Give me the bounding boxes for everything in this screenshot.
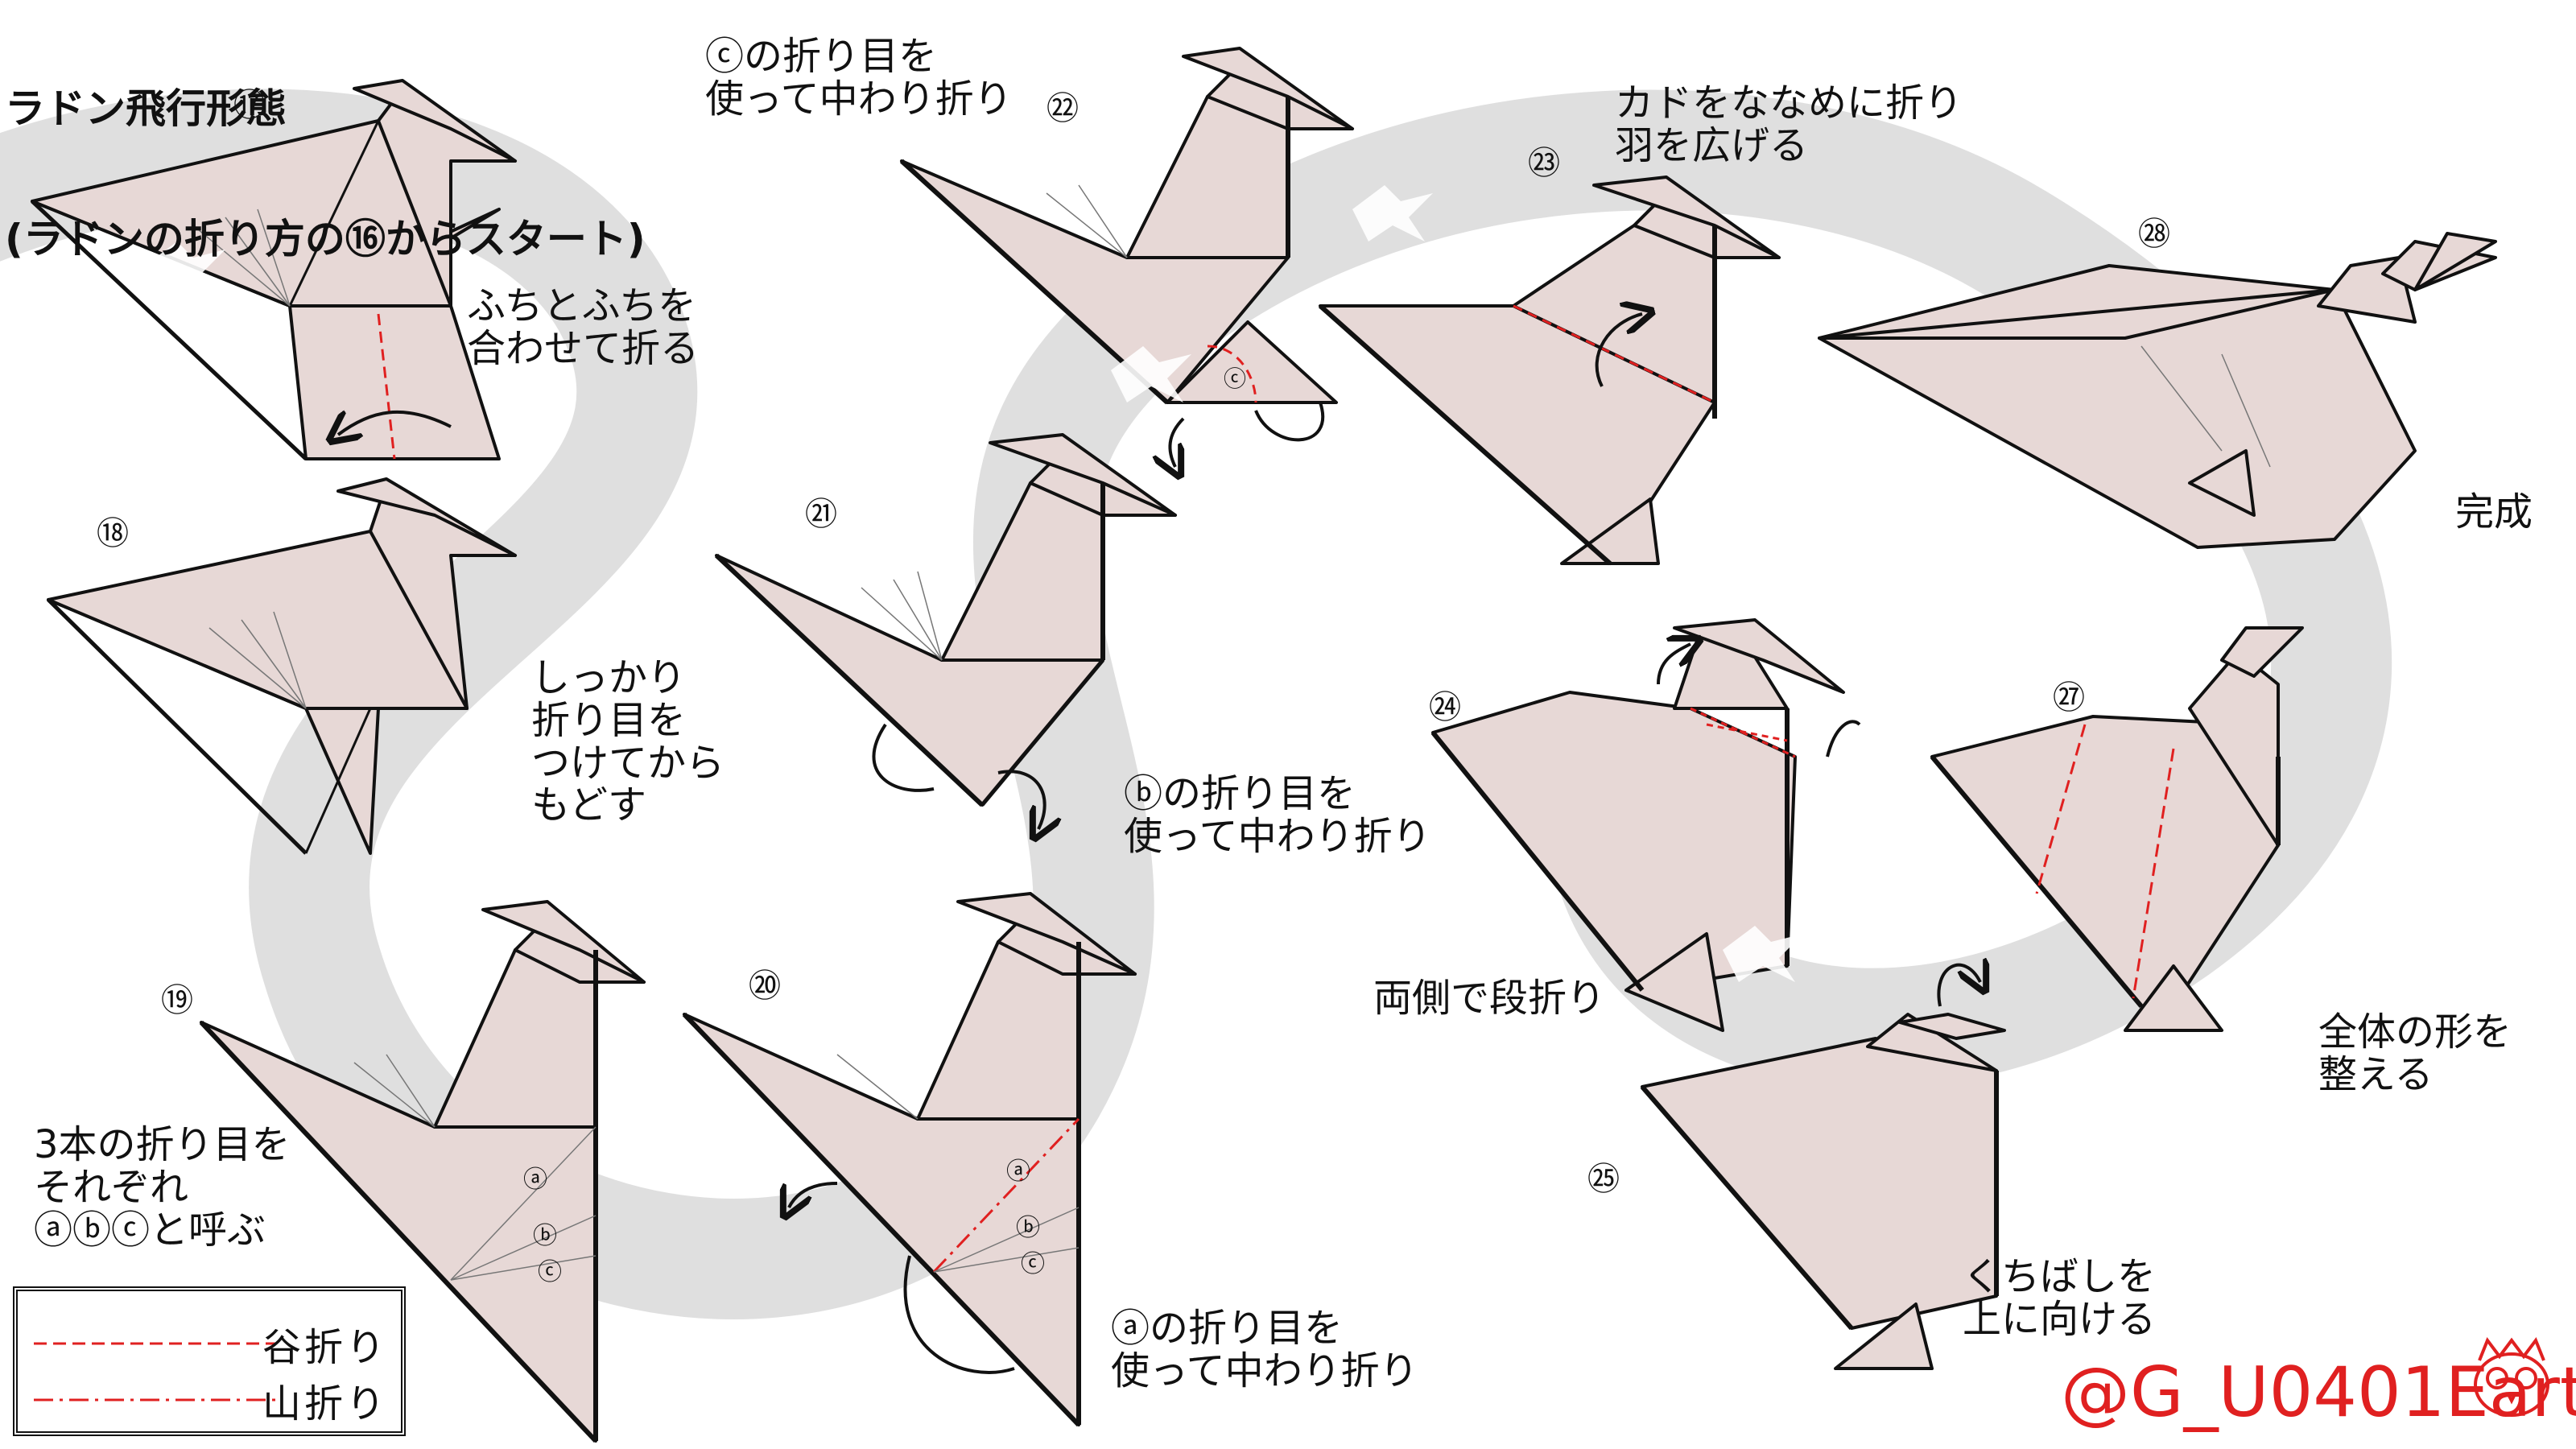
- mountain-fold-line-sample: [34, 1398, 275, 1402]
- instruction-step-18: しっかり 折り目を つけてから もどす: [531, 655, 725, 828]
- crease-label-b: ⓑ: [533, 1222, 557, 1250]
- page-title: ラドン飛行形態 (ラドンの折り方の⑯からスタート): [5, 0, 646, 304]
- diagram-step-23: [1319, 175, 1781, 566]
- page-title-line1: ラドン飛行形態: [5, 85, 287, 132]
- crease-label-b: ⓑ: [1016, 1214, 1040, 1242]
- diagram-step-17: [31, 79, 517, 460]
- step-number-25: ㉕: [1587, 1161, 1620, 1198]
- crease-label-c: ⓒ: [1021, 1250, 1045, 1278]
- instruction-step-27: 全体の形を 整える: [2318, 1009, 2512, 1097]
- step-number-21: ㉑: [805, 496, 837, 533]
- diagram-step-18: [47, 477, 517, 855]
- diagram-step-24: [1430, 618, 1861, 1032]
- crease-label-a: ⓐ: [1006, 1158, 1030, 1186]
- crease-label-a: ⓐ: [523, 1166, 547, 1194]
- step-number-17: ⑰: [233, 87, 266, 124]
- instruction-step-23: カドをななめに折り 羽を広げる: [1615, 80, 1963, 168]
- background-swirl: [0, 89, 2392, 1319]
- instruction-step-28-complete: 完成: [2455, 489, 2533, 535]
- diagram-step-27: [1930, 626, 2304, 1032]
- diagram-step-19: [199, 900, 646, 1443]
- instruction-step-25: くちばしを 上に向ける: [1963, 1254, 2157, 1342]
- fold-legend: 谷折り 山折り: [13, 1286, 406, 1436]
- step-number-22: ㉒: [1046, 90, 1079, 127]
- crease-labels-step-19: ⓐ ⓑ ⓒ: [523, 1166, 562, 1286]
- background-bird-silhouettes: [145, 185, 2383, 1175]
- instruction-step-20: ⓐの折り目を 使って中わり折り: [1111, 1306, 1418, 1393]
- instruction-step-24: 両側で段折り: [1373, 976, 1606, 1021]
- diagram-step-25: [1640, 965, 2006, 1370]
- crease-labels-step-20: ⓐ ⓑ ⓒ: [1006, 1158, 1045, 1278]
- author-credit-text: @G_U0401Earth: [2061, 1352, 2576, 1433]
- instruction-step-21: ⓑの折り目を 使って中わり折り: [1124, 771, 1431, 859]
- crease-label-c: ⓒ: [1224, 365, 1246, 392]
- legend-row-valley: 谷折り: [34, 1315, 388, 1370]
- instruction-step-19: 3本の折り目を それぞれ ⓐⓑⓒと呼ぶ: [34, 1122, 291, 1253]
- step-number-18: ⑱: [97, 515, 129, 552]
- valley-fold-line-sample: [34, 1342, 275, 1345]
- page-title-line2: (ラドンの折り方の⑯からスタート): [5, 216, 646, 262]
- instruction-step-22: ⓒの折り目を 使って中わり折り: [705, 34, 1013, 122]
- instruction-step-17: ふちとふちを 合わせて折る: [467, 283, 700, 371]
- step-number-23: ㉓: [1528, 145, 1560, 182]
- diagram-step-28-complete: [1818, 232, 2497, 549]
- legend-mountain-label: 山折り: [262, 1381, 388, 1426]
- owl-signature-icon: [2474, 1336, 2549, 1417]
- diagram-step-20: [682, 892, 1137, 1427]
- step-number-27: ㉗: [2053, 679, 2085, 716]
- legend-valley-label: 谷折り: [262, 1325, 388, 1370]
- crease-label-c: ⓒ: [538, 1258, 562, 1286]
- legend-row-mountain: 山折り: [34, 1372, 388, 1426]
- step-number-20: ⑳: [749, 968, 781, 1005]
- diagram-step-21: [714, 433, 1177, 829]
- step-number-19: ⑲: [161, 982, 193, 1019]
- step-number-24: ㉔: [1429, 689, 1461, 726]
- author-credit: @G_U0401Earth: [2061, 1352, 2576, 1433]
- step-number-28: ㉘: [2138, 216, 2170, 253]
